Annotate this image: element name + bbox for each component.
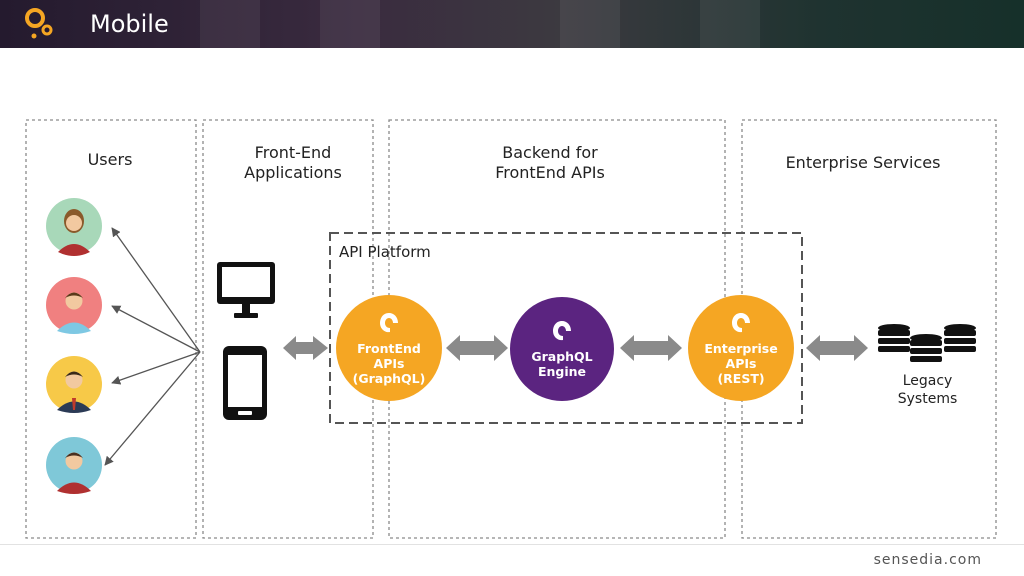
- user-icon: [46, 437, 102, 494]
- page-title: Mobile: [90, 10, 169, 38]
- api-platform-label: API Platform: [339, 243, 431, 261]
- legacy-line-2: Systems: [897, 391, 958, 407]
- users-column: [25, 119, 197, 539]
- backend-title-line-2: FrontEnd APIs: [495, 163, 605, 182]
- frontend-column-title: Front-End Applications: [208, 143, 378, 183]
- desktop-monitor-icon: [217, 262, 275, 318]
- graphql-engine-line-2: Engine: [537, 364, 587, 379]
- enterprise-apis-line-3: (REST): [717, 370, 765, 386]
- double-arrows: [283, 335, 868, 361]
- frontend-apis-line-3: (GraphQL): [352, 370, 426, 386]
- frontend-title-line-1: Front-End: [254, 143, 332, 162]
- api-platform-box: [329, 232, 803, 424]
- smartphone-icon: [223, 346, 267, 420]
- frontend-title-line-2: Applications: [244, 163, 342, 182]
- header-banner: Mobile: [0, 0, 1024, 48]
- double-arrow-devices-frontend: [283, 336, 328, 360]
- api-glyph-icon: [553, 321, 571, 341]
- user-connection-arrows: [104, 227, 201, 466]
- enterprise-apis-line-1: Enterprise: [704, 340, 778, 356]
- male-user-icon: [46, 277, 102, 334]
- legacy-systems-label: Legacy Systems: [880, 372, 975, 408]
- female-user-icon: [46, 198, 102, 256]
- legacy-line-1: Legacy: [902, 373, 953, 389]
- api-glyph-icon: [380, 312, 398, 332]
- graphql-engine-node: GraphQL Engine: [510, 297, 614, 401]
- api-glyph-icon: [732, 312, 750, 332]
- brand-logo-icon: [25, 8, 53, 39]
- frontend-apis-line-2: APIs: [373, 355, 405, 371]
- graphql-engine-line-1: GraphQL: [531, 349, 593, 364]
- double-arrow-enterprise-legacy: [806, 335, 868, 361]
- backend-title-line-1: Backend for: [502, 143, 598, 162]
- backend-column-title: Backend for FrontEnd APIs: [460, 143, 640, 183]
- businessman-user-icon: [46, 356, 102, 413]
- footer-divider: [0, 544, 1024, 545]
- database-stack-icon: [878, 324, 976, 362]
- enterprise-apis-line-2: APIs: [725, 355, 757, 371]
- double-arrow-engine-enterprise: [620, 335, 682, 361]
- enterprise-column-title: Enterprise Services: [785, 153, 941, 172]
- users-column-title: Users: [87, 150, 133, 169]
- enterprise-apis-node: Enterprise APIs (REST): [688, 295, 794, 401]
- frontend-apis-line-1: FrontEnd: [357, 340, 421, 356]
- footer-brand: sensedia.com: [873, 552, 982, 568]
- double-arrow-frontend-engine: [446, 335, 508, 361]
- frontend-apis-node: FrontEnd APIs (GraphQL): [336, 295, 442, 401]
